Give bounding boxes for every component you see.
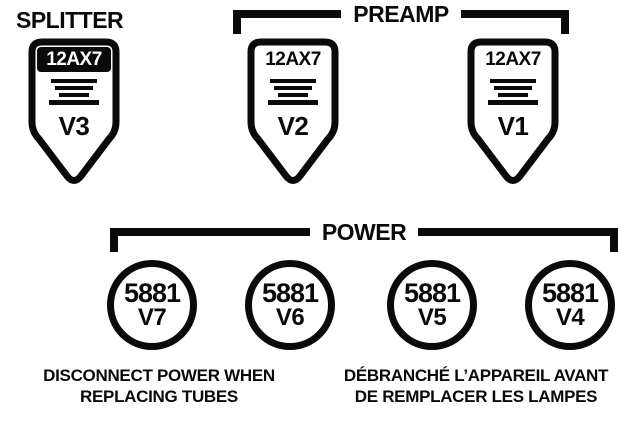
bracket-arm-left <box>118 228 310 236</box>
tube-type-label: 5881 <box>123 277 181 308</box>
power-tube-v6: 5881 V6 <box>245 260 335 350</box>
tube-designator: V7 <box>137 303 167 331</box>
warning-french: DÉBRANCHÉ L’APPAREIL AVANT DE REMPLACER … <box>316 365 636 407</box>
tube-type-label: 12AX7 <box>265 48 321 70</box>
warning-french-line1: DÉBRANCHÉ L’APPAREIL AVANT <box>343 366 609 385</box>
preamp-tube-v1: 12AX7 V1 <box>467 38 559 193</box>
tube-designator: V1 <box>497 111 529 141</box>
tube-designator: V6 <box>275 303 305 331</box>
tube-type-label: 5881 <box>541 277 599 308</box>
bracket-tick-left <box>233 10 241 34</box>
tube-type-label: 5881 <box>403 277 461 308</box>
tube-designator: V2 <box>277 111 309 141</box>
bracket-arm-right <box>418 228 611 236</box>
power-tube-v4: 5881 V4 <box>525 260 615 350</box>
filament-lines-icon <box>467 79 559 105</box>
section-label-power: POWER <box>321 219 407 245</box>
tube-outline-icon <box>28 38 120 184</box>
warning-french-line2: DE REMPLACER LES LAMPES <box>354 387 598 406</box>
warning-english: DISCONNECT POWER WHEN REPLACING TUBES <box>6 365 312 407</box>
tube-designator: V5 <box>417 303 447 331</box>
filament-lines-icon <box>28 79 120 105</box>
power-tube-v7: 5881 V7 <box>107 260 197 350</box>
bracket-arm-left <box>241 10 342 18</box>
bracket-arm-right <box>460 10 561 18</box>
preamp-tube-v3: 12AX7 V3 <box>28 38 120 193</box>
preamp-bracket: PREAMP <box>233 2 569 34</box>
power-bracket: POWER <box>110 220 619 252</box>
section-label-splitter: SPLITTER <box>16 7 124 33</box>
preamp-tube-v2: 12AX7 V2 <box>247 38 339 193</box>
warning-english-line2: REPLACING TUBES <box>80 387 238 406</box>
bracket-tick-left <box>110 228 118 252</box>
filament-lines-icon <box>247 79 339 105</box>
power-tube-v5: 5881 V5 <box>387 260 477 350</box>
tube-outline-icon <box>467 38 559 184</box>
tube-outline-icon <box>247 38 339 184</box>
bracket-tick-right <box>610 228 619 252</box>
tube-designator: V3 <box>58 111 90 141</box>
tube-designator: V4 <box>555 303 585 331</box>
section-label-preamp: PREAMP <box>353 1 449 27</box>
tube-type-label: 12AX7 <box>37 47 111 72</box>
bracket-tick-right <box>561 10 569 34</box>
warning-english-line1: DISCONNECT POWER WHEN <box>43 366 275 385</box>
tube-type-label: 5881 <box>261 277 319 308</box>
tube-type-label: 12AX7 <box>485 48 541 70</box>
